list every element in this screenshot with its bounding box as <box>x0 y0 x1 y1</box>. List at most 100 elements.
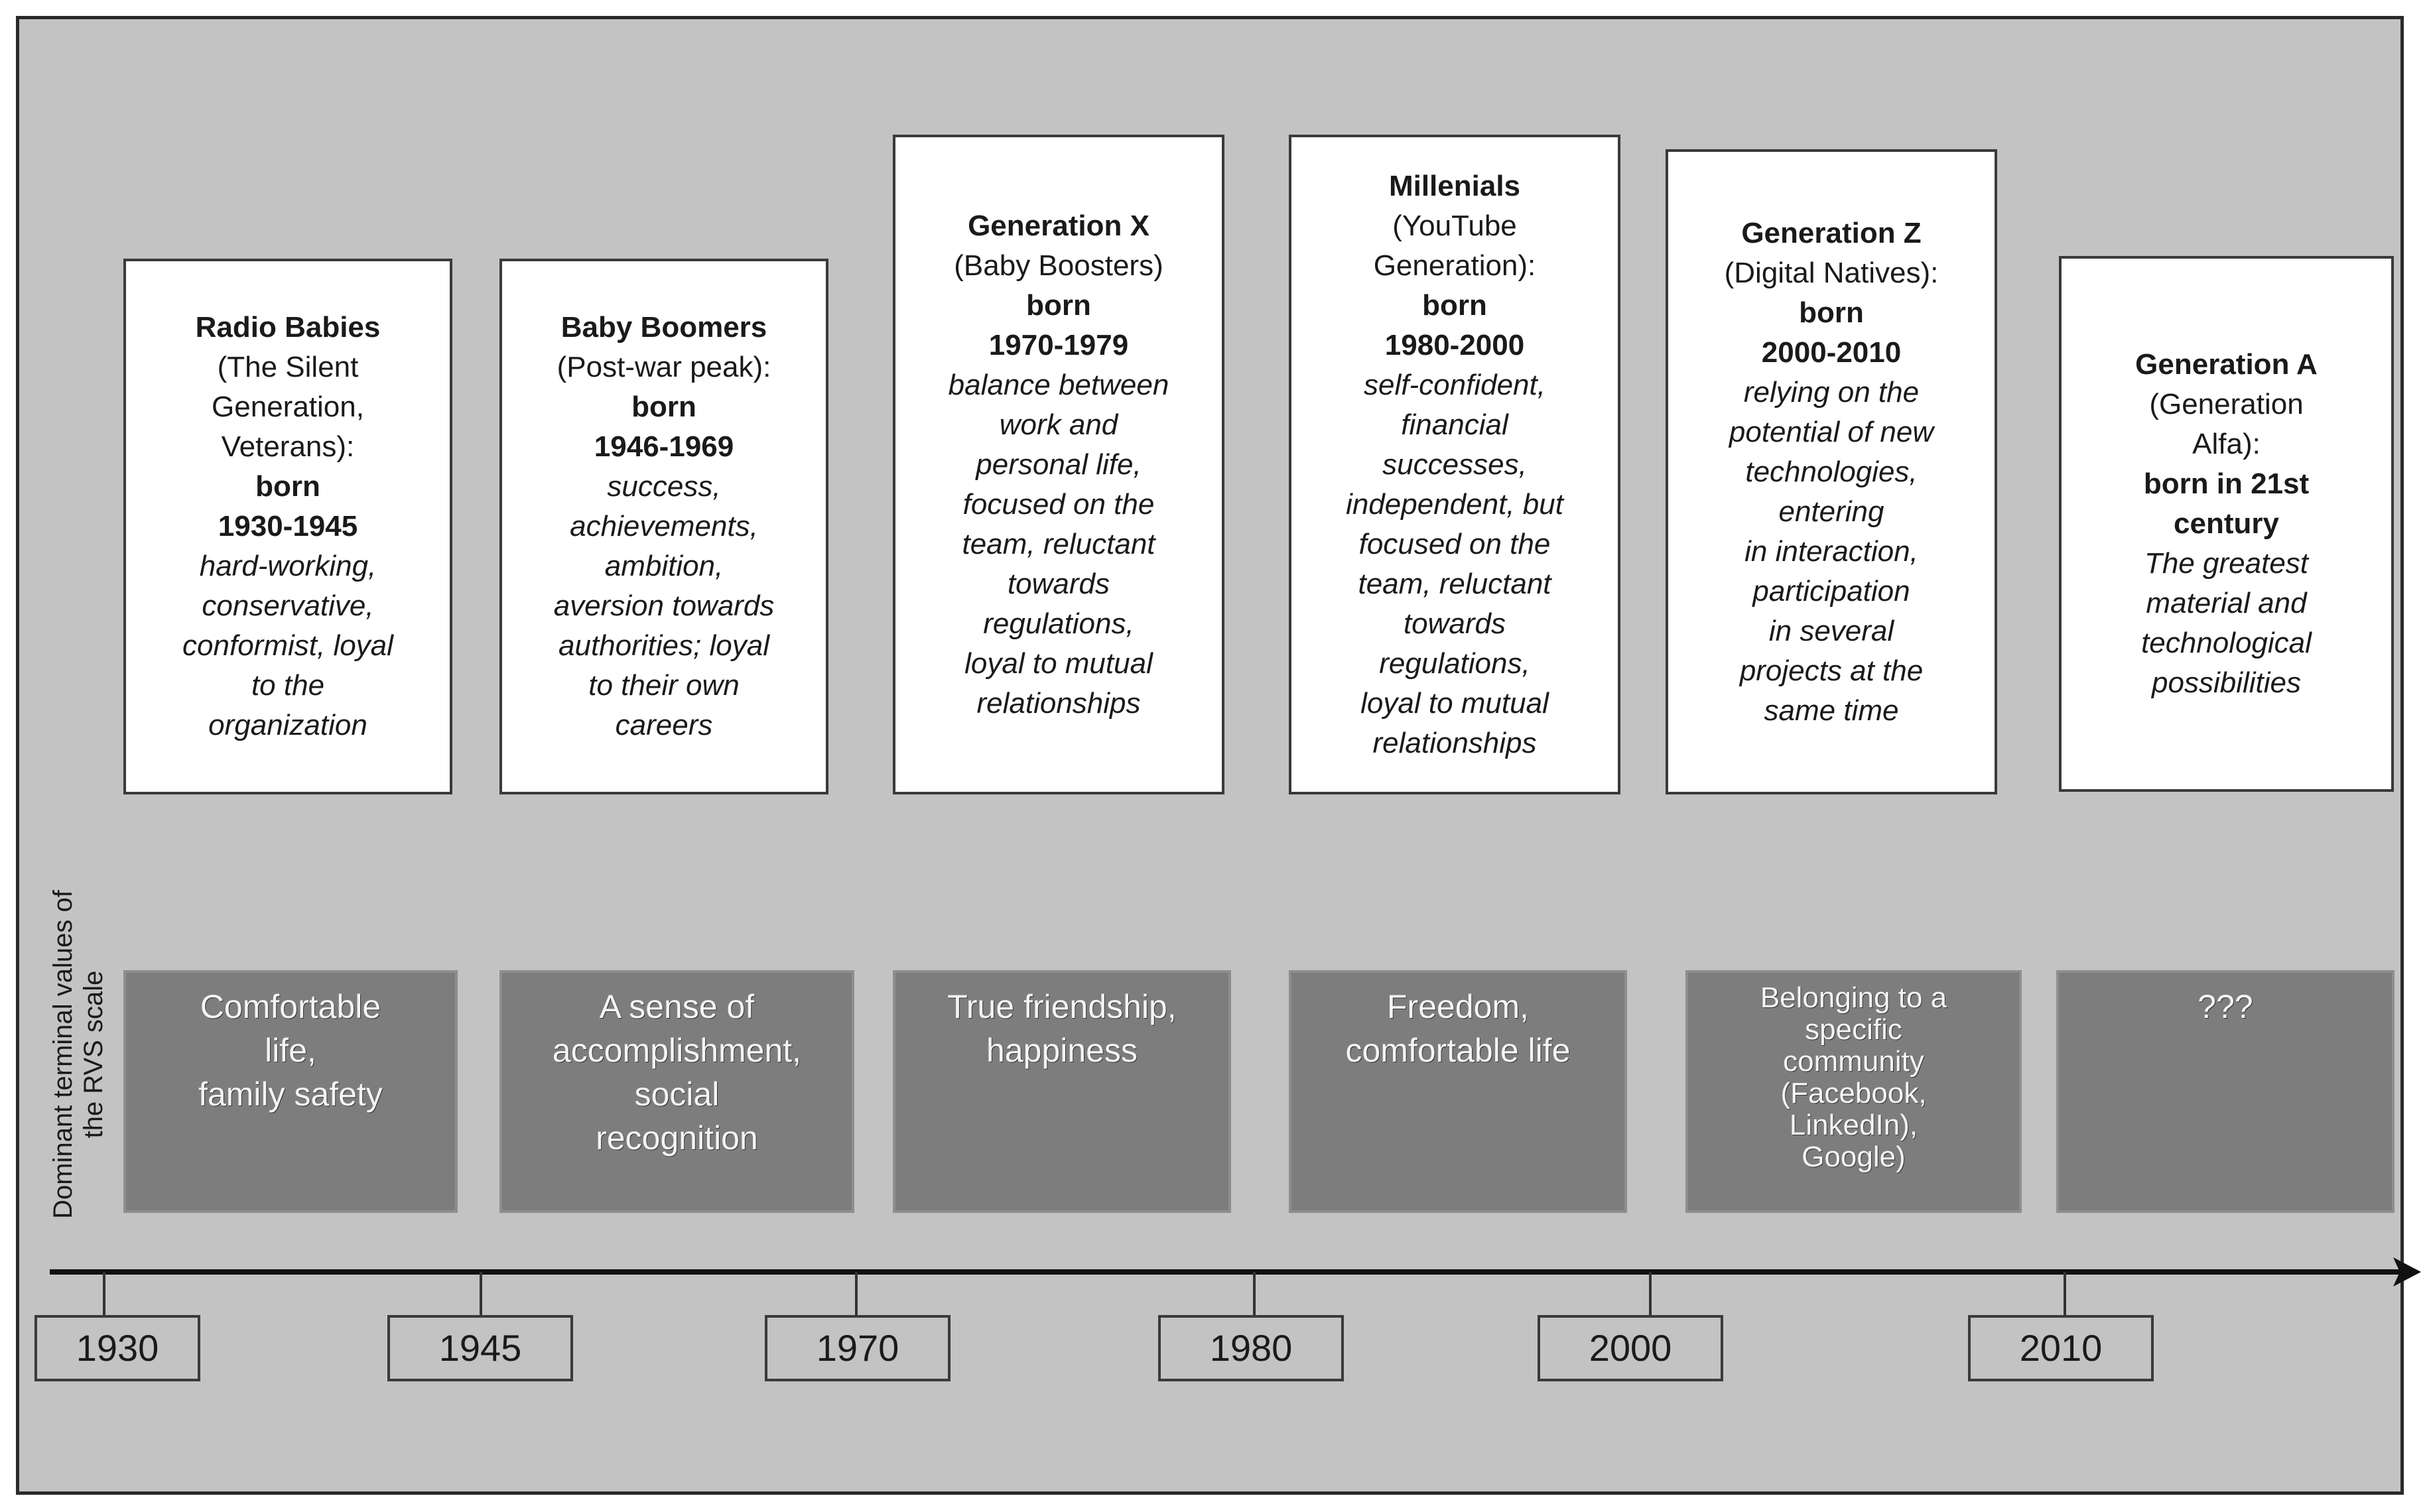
value-line: (Facebook, <box>1780 1077 1927 1109</box>
card-trait: possibilities <box>2152 666 2301 699</box>
value-box-baby-boomers: A sense of accomplishment, social recogn… <box>499 970 854 1213</box>
value-box-radio-babies: Comfortable life, family safety <box>123 970 458 1213</box>
card-trait: regulations, <box>983 607 1134 640</box>
card-trait: independent, but <box>1346 487 1563 521</box>
card-trait: focused on the <box>962 487 1155 521</box>
value-line: Freedom, <box>1387 988 1529 1025</box>
card-millenials: Millenials (YouTube Generation): born 19… <box>1289 135 1620 794</box>
card-subtitle: (Baby Boosters) <box>954 249 1163 282</box>
card-trait: careers <box>615 709 713 741</box>
card-trait: loyal to mutual <box>964 647 1153 680</box>
card-years: century <box>2174 507 2279 540</box>
value-line: family safety <box>198 1076 383 1113</box>
card-trait: to their own <box>588 669 740 702</box>
card-trait: balance between <box>948 368 1169 401</box>
card-title: Generation Z <box>1741 216 1922 249</box>
card-title: Generation X <box>968 209 1149 242</box>
card-subtitle: (Post-war peak): <box>557 351 771 383</box>
card-trait: relationships <box>1372 726 1537 759</box>
value-line: recognition <box>596 1119 758 1157</box>
value-line: True friendship, <box>947 988 1177 1025</box>
card-trait: towards <box>1403 607 1506 640</box>
card-subtitle: (Digital Natives): <box>1724 256 1939 289</box>
value-box-generation-x: True friendship, happiness <box>893 970 1231 1213</box>
card-born: born <box>1799 296 1864 329</box>
card-trait: hard-working, <box>199 550 377 582</box>
card-subtitle: (The Silent <box>217 351 359 383</box>
card-trait: loyal to mutual <box>1360 686 1549 720</box>
card-born: born <box>255 470 320 503</box>
card-generation-a: Generation A (Generation Alfa): born in … <box>2059 256 2394 792</box>
card-title: Radio Babies <box>195 311 381 344</box>
card-born: born <box>1026 288 1091 322</box>
card-trait: potential of new <box>1729 415 1934 448</box>
card-subtitle: Generation): <box>1373 249 1536 282</box>
year-label-2010: 2010 <box>1968 1315 2154 1381</box>
card-title: Millenials <box>1388 169 1521 202</box>
value-line: happiness <box>986 1032 1138 1069</box>
card-trait: regulations, <box>1379 647 1530 680</box>
card-trait: successes, <box>1382 448 1527 481</box>
card-trait: same time <box>1764 694 1899 727</box>
value-line: social <box>634 1076 720 1113</box>
card-trait: organization <box>208 709 367 741</box>
card-trait: focused on the <box>1358 527 1551 560</box>
card-trait: team, reluctant <box>1358 567 1551 600</box>
card-trait: financial <box>1401 408 1508 441</box>
value-line: life, <box>265 1032 316 1069</box>
card-trait: participation <box>1752 574 1910 607</box>
card-trait: entering <box>1778 495 1884 528</box>
card-trait: technological <box>2141 627 2312 659</box>
value-box-generation-a: ??? <box>2056 970 2395 1213</box>
value-line: comfortable life <box>1345 1032 1571 1069</box>
card-trait: in interaction, <box>1744 535 1918 568</box>
card-subtitle: Veterans): <box>221 430 355 463</box>
value-line: accomplishment, <box>552 1032 802 1069</box>
card-trait: work and <box>999 408 1118 441</box>
card-trait: team, reluctant <box>962 527 1155 560</box>
card-trait: achievements, <box>570 510 758 542</box>
year-label-1980: 1980 <box>1158 1315 1344 1381</box>
card-title: Generation A <box>2135 348 2318 381</box>
card-trait: success, <box>607 470 721 503</box>
timeline-arrow-icon <box>2393 1257 2421 1287</box>
card-trait: personal life, <box>976 448 1142 481</box>
card-trait: towards <box>1007 567 1110 600</box>
card-years: 1980-2000 <box>1384 328 1525 361</box>
card-trait: relationships <box>976 686 1141 720</box>
year-label-1930: 1930 <box>34 1315 200 1381</box>
card-generation-x: Generation X (Baby Boosters) born 1970-1… <box>893 135 1224 794</box>
card-trait: in several <box>1768 614 1894 647</box>
card-years: 1970-1979 <box>988 328 1129 361</box>
card-born: born <box>1422 288 1487 322</box>
value-line: A sense of <box>599 988 755 1025</box>
card-trait: self-confident, <box>1364 368 1545 401</box>
card-trait: projects at the <box>1739 654 1924 687</box>
value-line: Belonging to a <box>1760 981 1947 1014</box>
card-born: born <box>631 391 696 423</box>
value-box-generation-z: Belonging to a specific community (Faceb… <box>1685 970 2022 1213</box>
value-line: LinkedIn), <box>1789 1109 1918 1141</box>
card-trait: The greatest <box>2144 547 2309 580</box>
value-line: Comfortable <box>200 988 381 1025</box>
card-trait: conformist, loyal <box>182 629 393 662</box>
card-subtitle: Alfa): <box>2192 428 2261 460</box>
card-subtitle: (Generation <box>2149 388 2304 420</box>
card-subtitle: (YouTube <box>1392 209 1517 242</box>
card-trait: authorities; loyal <box>558 629 769 662</box>
value-line: community <box>1783 1045 1924 1078</box>
card-generation-z: Generation Z (Digital Natives): born 200… <box>1666 149 1997 794</box>
year-label-1945: 1945 <box>387 1315 573 1381</box>
card-trait: material and <box>2146 587 2307 619</box>
card-years: 1946-1969 <box>594 430 734 463</box>
value-line: specific <box>1805 1013 1902 1046</box>
card-radio-babies: Radio Babies (The Silent Generation, Vet… <box>123 259 452 794</box>
card-trait: aversion towards <box>553 590 775 622</box>
card-years: 1930-1945 <box>218 510 358 542</box>
card-trait: to the <box>251 669 325 702</box>
card-title: Baby Boomers <box>560 311 767 344</box>
year-label-2000: 2000 <box>1538 1315 1723 1381</box>
card-subtitle: Generation, <box>212 391 364 423</box>
card-years: 2000-2010 <box>1761 336 1902 369</box>
